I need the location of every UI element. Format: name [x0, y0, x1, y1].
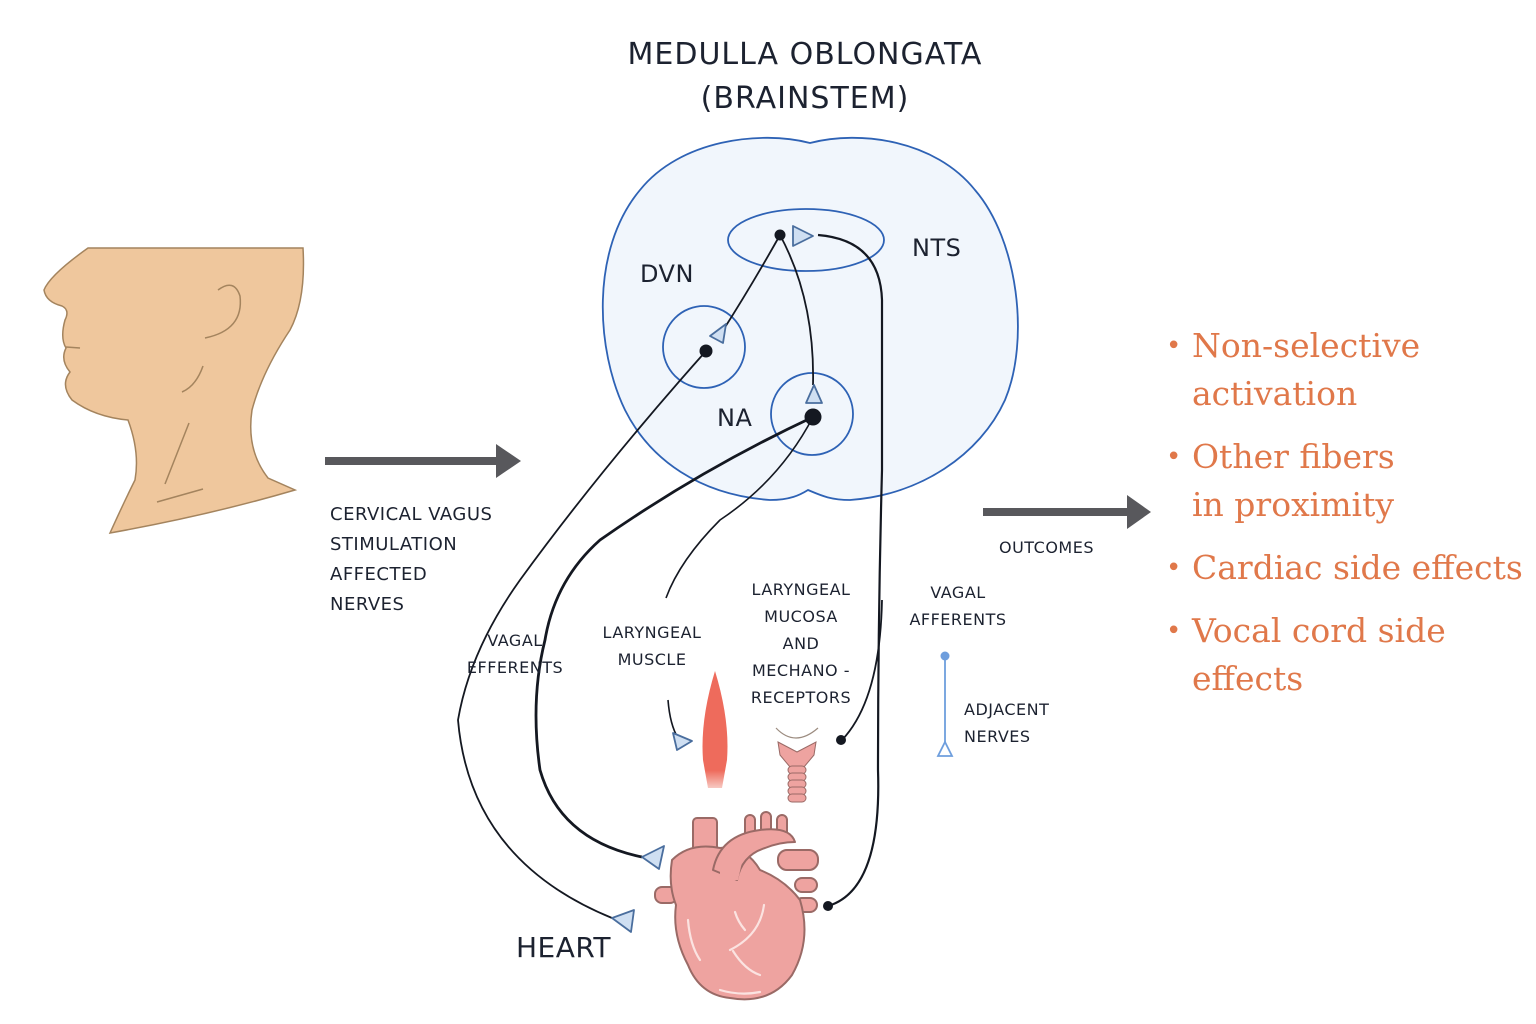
- label-line: MUSCLE: [617, 650, 687, 669]
- bullet-icon: •: [1166, 616, 1182, 646]
- input-label: CERVICAL VAGUS STIMULATION AFFECTED NERV…: [330, 500, 492, 620]
- input-line: NERVES: [330, 594, 405, 615]
- outcome-text: Other fibers: [1192, 437, 1395, 476]
- outcome-text: in proximity: [1192, 485, 1394, 524]
- label-line: LARYNGEAL: [751, 580, 851, 599]
- medulla-oblongata-shape: [601, 136, 1019, 501]
- vagal-efferents-label: VAGAL EFFERENTS: [456, 627, 574, 681]
- bullet-icon: •: [1166, 331, 1182, 361]
- label-line: MUCOSA: [764, 607, 838, 626]
- adjacent-nerves-label: ADJACENT NERVES: [964, 696, 1049, 750]
- laryngeal-muscle-icon: [702, 671, 728, 788]
- heart-afferent-dot: [823, 901, 833, 911]
- bullet-icon: •: [1166, 442, 1182, 472]
- outcome-item: • Vocal cord side effects: [1162, 607, 1532, 703]
- nerve-fibers: [457, 233, 884, 919]
- na-label: NA: [717, 404, 753, 432]
- dvn-label: DVN: [640, 260, 694, 288]
- stimulation-arrow: [325, 444, 521, 478]
- na-terminal-icon: [805, 384, 823, 404]
- nts-label: NTS: [912, 234, 962, 262]
- dvn-neuron-dot: [699, 344, 713, 358]
- muscle-terminal-icon: [672, 732, 693, 751]
- outcome-text: Non-selective: [1192, 326, 1421, 365]
- label-line: AFFERENTS: [909, 610, 1007, 629]
- input-line: AFFECTED: [330, 564, 428, 585]
- dvn-nucleus: [662, 305, 746, 389]
- heart-icon: [654, 811, 819, 1001]
- diagram-title: MEDULLA OBLONGATA (BRAINSTEM): [560, 33, 1050, 121]
- outcomes-arrow: [983, 495, 1151, 529]
- outcomes-label: OUTCOMES: [999, 538, 1094, 557]
- label-line: VAGAL: [930, 583, 986, 602]
- laryngeal-mucosa-label: LARYNGEAL MUCOSA AND MECHANO - RECEPTORS: [735, 576, 867, 711]
- vagal-afferents-label: VAGAL AFFERENTS: [896, 579, 1020, 633]
- label-line: AND: [782, 634, 820, 653]
- outcome-item: • Other fibers in proximity: [1162, 433, 1532, 529]
- dvn-terminal-icon: [709, 323, 727, 344]
- outcomes-list: • Non-selective activation • Other fiber…: [1162, 322, 1532, 718]
- input-line: CERVICAL VAGUS: [330, 504, 493, 525]
- title-line-2: (BRAINSTEM): [700, 81, 910, 116]
- heart-terminal-lower-icon: [611, 909, 635, 933]
- outcome-text: effects: [1192, 659, 1304, 698]
- heart-terminal-upper-icon: [641, 845, 665, 870]
- larynx-icon: [775, 727, 819, 803]
- head-profile-icon: [43, 247, 305, 534]
- input-line: STIMULATION: [330, 534, 458, 555]
- outcome-item: • Cardiac side effects: [1162, 544, 1532, 592]
- label-line: VAGAL: [487, 631, 543, 650]
- outcome-text: Cardiac side effects: [1192, 548, 1523, 587]
- outcome-text: Vocal cord side: [1192, 611, 1446, 650]
- na-nucleus: [770, 372, 854, 456]
- label-line: EFFERENTS: [466, 658, 564, 677]
- nts-nucleus: [727, 208, 885, 272]
- label-line: MECHANO -: [752, 661, 850, 680]
- title-line-1: MEDULLA OBLONGATA: [627, 37, 983, 72]
- heart-vessel-highlights: [686, 903, 766, 995]
- na-neuron-dot: [804, 408, 822, 426]
- larynx-afferent-dot: [836, 735, 846, 745]
- bullet-icon: •: [1166, 553, 1182, 583]
- outcome-item: • Non-selective activation: [1162, 322, 1532, 418]
- laryngeal-muscle-label: LARYNGEAL MUSCLE: [587, 619, 717, 673]
- label-line: RECEPTORS: [750, 688, 852, 707]
- outcome-text: activation: [1192, 374, 1358, 413]
- label-line: LARYNGEAL: [602, 623, 702, 642]
- adjacent-nerve-icon: [936, 651, 954, 757]
- nts-terminal-icon: [792, 225, 814, 247]
- heart-label: HEART: [516, 931, 611, 964]
- label-line: ADJACENT: [964, 700, 1050, 719]
- label-line: NERVES: [964, 727, 1031, 746]
- nts-neuron-dot: [774, 229, 786, 241]
